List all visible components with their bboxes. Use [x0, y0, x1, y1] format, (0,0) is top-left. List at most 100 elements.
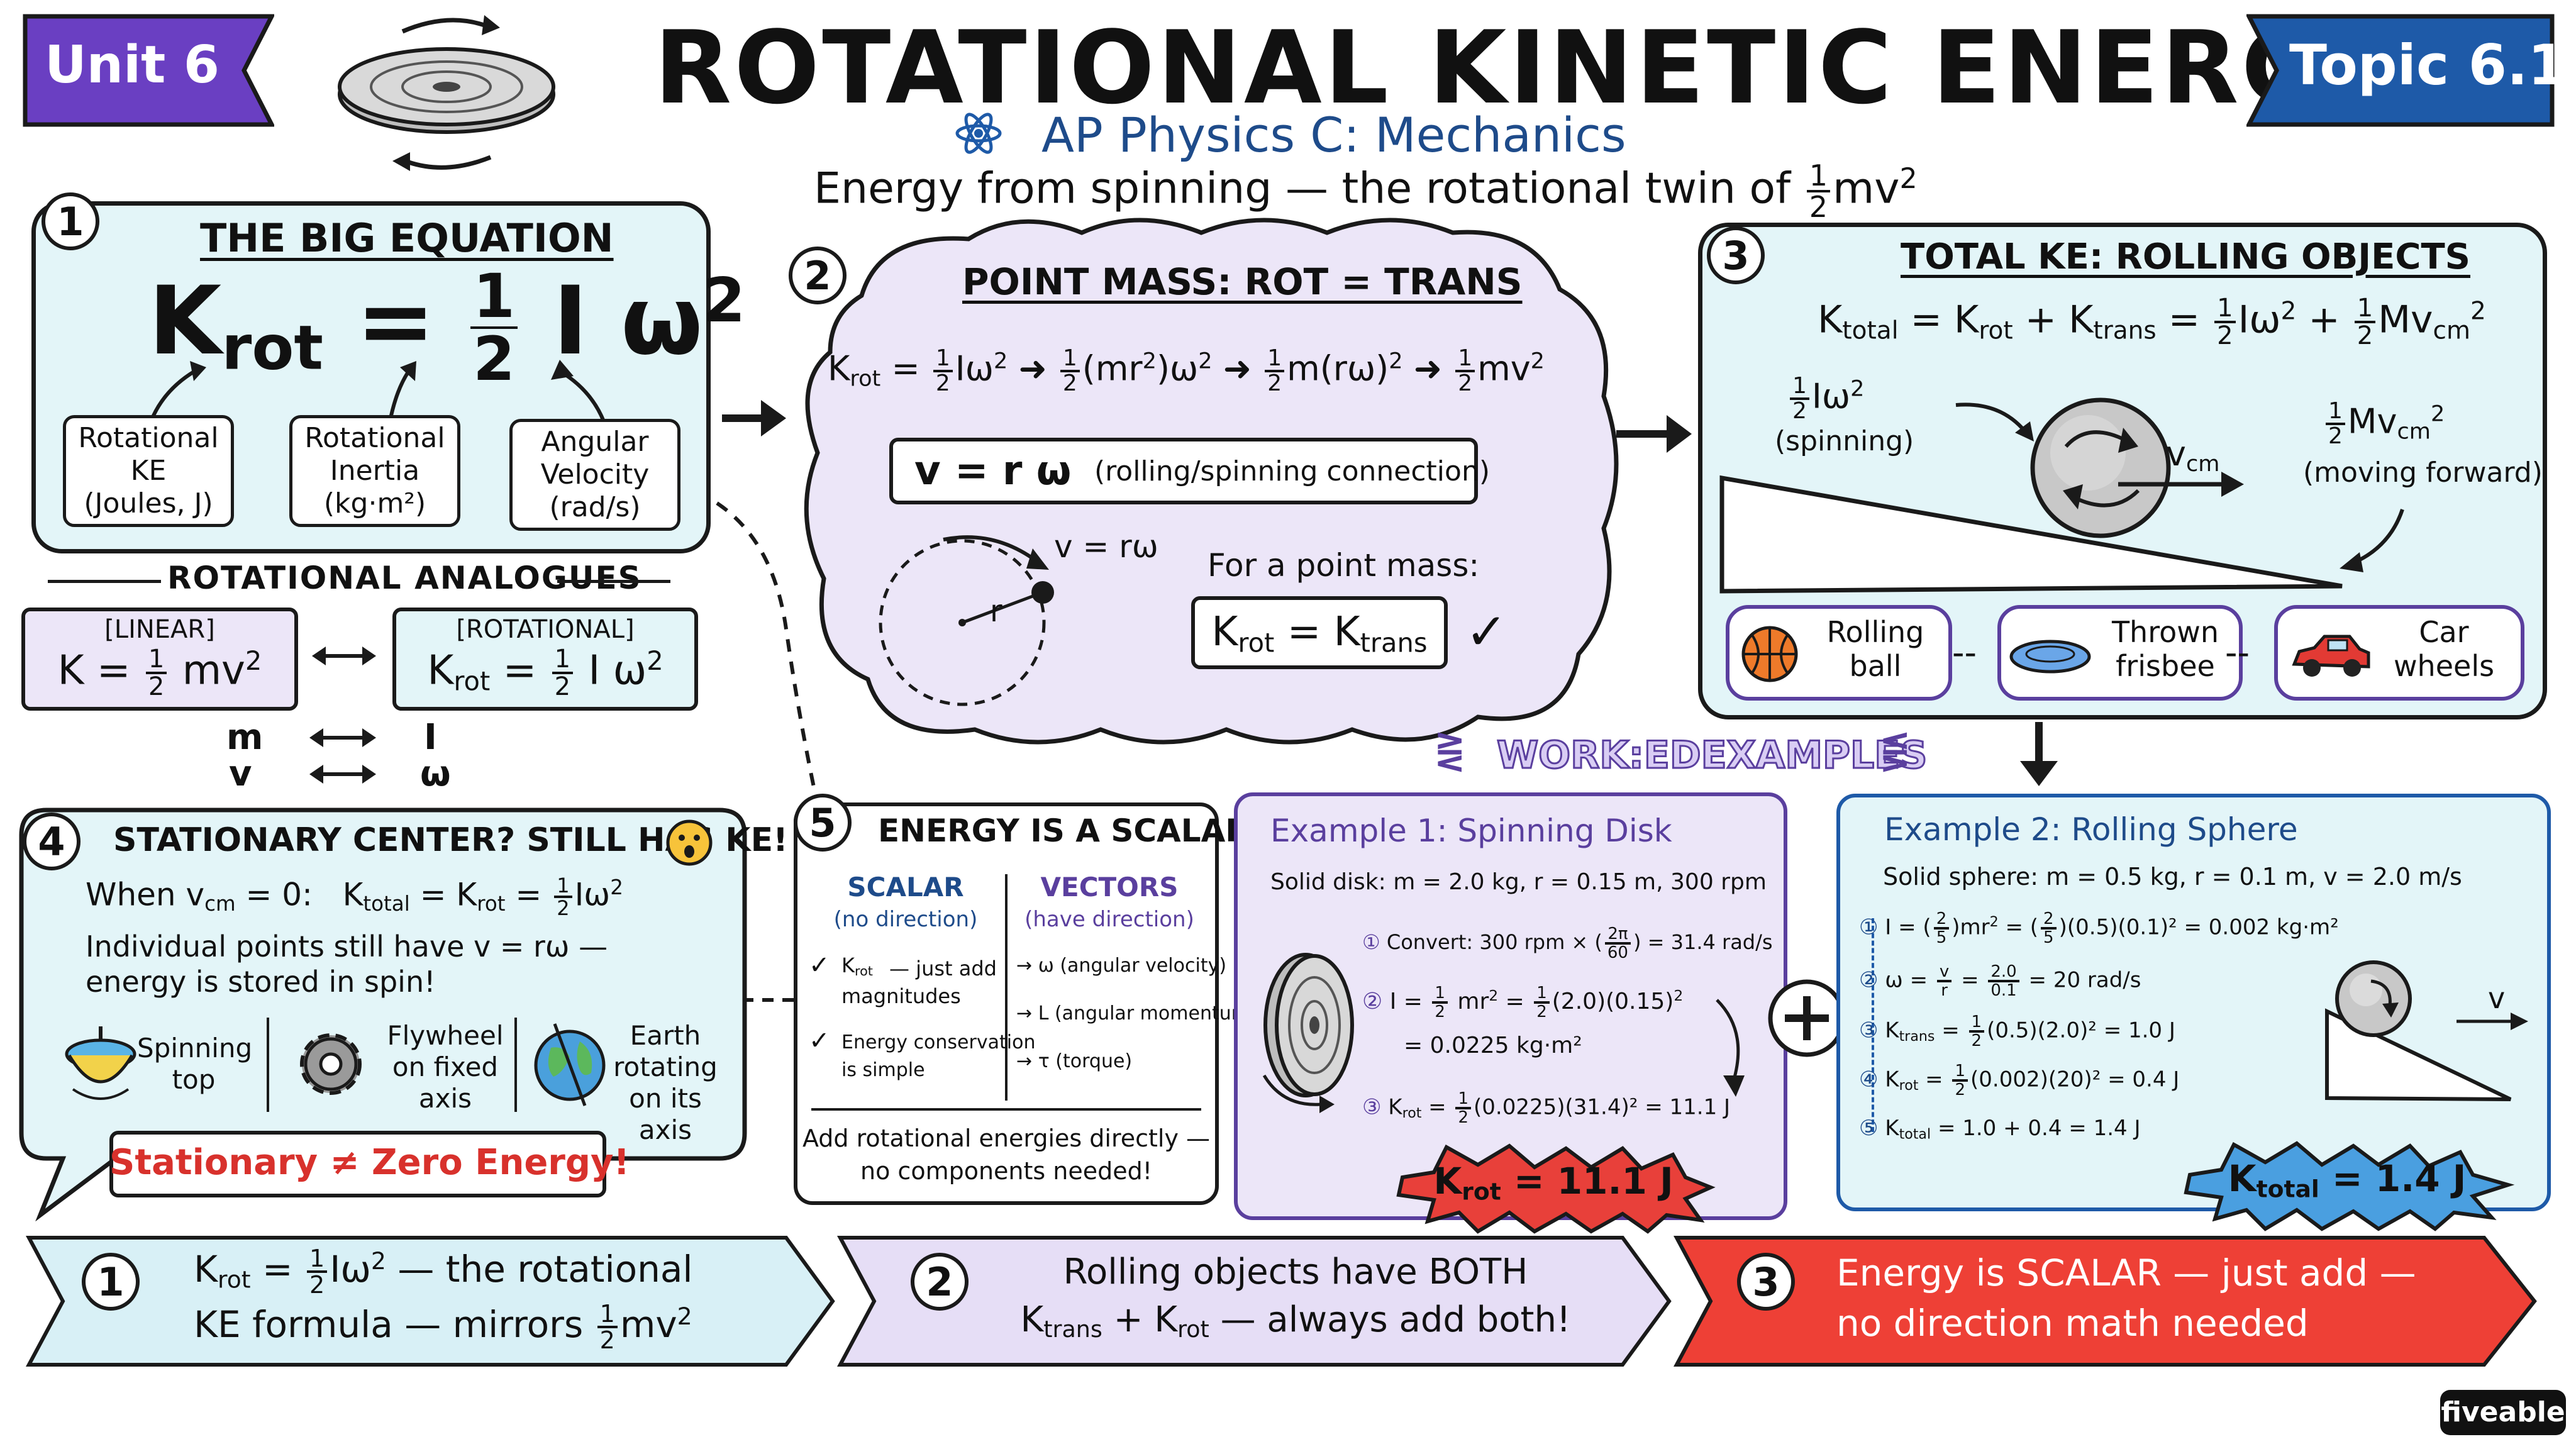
double-arrow-icon	[309, 728, 376, 747]
takeaway-1-prefix: KE formula — mirrors	[194, 1303, 584, 1346]
takeaway-number-2: 2	[911, 1253, 969, 1311]
topic-badge-label: Topic 6.1	[2289, 33, 2567, 97]
worked-examples-banner: WORK:EDEXAMPLES	[1496, 733, 1928, 779]
check-icon: ✓	[1465, 602, 1508, 661]
rolling-ball-diagram	[1719, 397, 2343, 594]
example-thrown-frisbee-label: Thrown frisbee	[2111, 615, 2219, 683]
example-2-title: Example 2: Rolling Sphere	[1884, 811, 2298, 848]
analogue-rotational-omega: ω	[420, 753, 451, 794]
point-mass-text: For a point mass:	[1208, 547, 1480, 584]
takeaway-2-line-2: Ktrans + Krot — always add both!	[1020, 1299, 1571, 1343]
example-1-step-1-prefix: Convert: 300 rpm ×	[1386, 930, 1589, 954]
stationary-center-panel	[19, 808, 747, 1221]
example-2-step-3-result: (0.5)(2.0)² = 1.0 J	[1987, 1018, 2175, 1043]
takeaway-1-arrow	[25, 1236, 835, 1367]
point-mass-diagram	[879, 535, 1054, 706]
label-angular-velocity: Angular Velocity (rad/s)	[509, 419, 680, 531]
tagline: Energy from spinning — the rotational tw…	[814, 158, 1918, 224]
tagline-text: Energy from spinning — the rotational tw…	[814, 164, 1791, 214]
panel-number-2: 2	[789, 247, 847, 304]
krot-prefix: Krot	[841, 953, 873, 979]
atom-icon	[955, 113, 1002, 154]
car-icon	[2292, 635, 2370, 677]
example-1-answer-value: 11.1 J	[1557, 1160, 1674, 1202]
rotational-tag: [ROTATIONAL]	[456, 615, 635, 644]
plus-icon	[1768, 979, 1846, 1057]
earth-label: Earth rotating on its axis	[613, 1020, 718, 1145]
spinning-top-icon	[65, 1026, 136, 1100]
analogues-rule-right	[557, 580, 670, 583]
linear-tag: [LINEAR]	[104, 615, 215, 644]
unit-badge-label: Unit 6	[45, 35, 219, 95]
vectors-title: VECTORS	[1040, 872, 1179, 902]
vector-item-1: ω (angular velocity)	[1038, 955, 1227, 977]
page-title: ROTATIONAL KINETIC ENERGY	[654, 9, 2400, 126]
brand-badge	[2440, 1390, 2566, 1435]
analogues-rule-left	[48, 580, 161, 583]
krot-equals-ktrans-box	[1191, 596, 1448, 669]
scalar-footer-rule	[811, 1108, 1201, 1111]
individual-points-line: Individual points still have v = rω —	[86, 930, 608, 963]
vectors-subtitle: (have direction)	[1024, 907, 1194, 932]
panel-number-3: 3	[1707, 226, 1765, 284]
vector-item-3: τ (torque)	[1038, 1050, 1133, 1072]
label-rotational-ke: Rotational KE (Joules, J)	[63, 415, 234, 527]
frisbee-icon	[2009, 640, 2091, 674]
scalar-vector-divider	[1005, 874, 1008, 1101]
example-1-given: Solid disk: m = 2.0 kg, r = 0.15 m, 300 …	[1270, 869, 1767, 895]
velocity-label: v = rω	[1054, 528, 1158, 565]
takeaway-number-1: 1	[82, 1253, 140, 1311]
dash-separator: --	[1952, 633, 1977, 672]
forward-note: (moving forward)	[2303, 457, 2543, 489]
example-2-panel	[1836, 794, 2551, 1211]
analogue-linear-m: m	[226, 717, 264, 758]
krot-equals-ktrans: Krot = Ktrans	[1211, 609, 1428, 658]
scalar-footer: Add rotational energies directly — no co…	[802, 1124, 1211, 1185]
spinning-disk-icon	[338, 15, 555, 171]
takeaway-2-suffix: — always add both!	[1220, 1299, 1571, 1340]
takeaway-3-arrow	[1673, 1236, 2537, 1367]
takeaway-2-line-1: Rolling objects have BOTH	[1063, 1252, 1528, 1292]
spinning-top-label: Spinning top	[137, 1033, 253, 1095]
scalar-heading: ENERGY IS A SCALAR	[878, 813, 1250, 849]
forward-arrow-icon	[2340, 509, 2404, 572]
stationary-callout: Stationary ≠ Zero Energy!	[109, 1142, 630, 1183]
panel-number-1: 1	[42, 192, 99, 250]
example-car-wheels-label: Car wheels	[2393, 615, 2495, 683]
linear-box	[21, 608, 298, 711]
vector-item-2: L (angular momentum)	[1038, 1002, 1257, 1024]
when-label: When	[86, 876, 176, 913]
energy-stored-line: energy is stored in spin!	[86, 965, 436, 999]
double-arrow-icon	[309, 765, 376, 784]
example-1-step-2-result: = 0.0225 kg·m²	[1404, 1033, 1582, 1058]
example-2-step-2-result: = 20 rad/s	[2028, 967, 2141, 993]
takeaway-1-suffix: — the rotational	[397, 1248, 693, 1291]
scalar-item-2: Energy conservation is simple	[841, 1031, 1036, 1081]
example-2-given: Solid sphere: m = 0.5 kg, r = 0.1 m, v =…	[1883, 863, 2462, 891]
v-equals-r-omega-box	[889, 438, 1478, 504]
banner-sparks-left: ⋛	[1434, 730, 1466, 774]
example-1-step-1-result: = 31.4 rad/s	[1647, 930, 1773, 954]
stationary-callout-box	[109, 1131, 606, 1197]
radius-label: r	[990, 594, 1002, 629]
divider	[514, 1018, 517, 1112]
brand-logo: fiveable	[2441, 1396, 2565, 1428]
vector-item-3-row: → τ (torque)	[1016, 1050, 1133, 1072]
panel-number-4: 4	[23, 813, 80, 870]
example-2-answer-value: 1.4 J	[2375, 1157, 2467, 1200]
basketball-icon	[1741, 626, 1798, 682]
spinning-note: (spinning)	[1775, 425, 1914, 457]
